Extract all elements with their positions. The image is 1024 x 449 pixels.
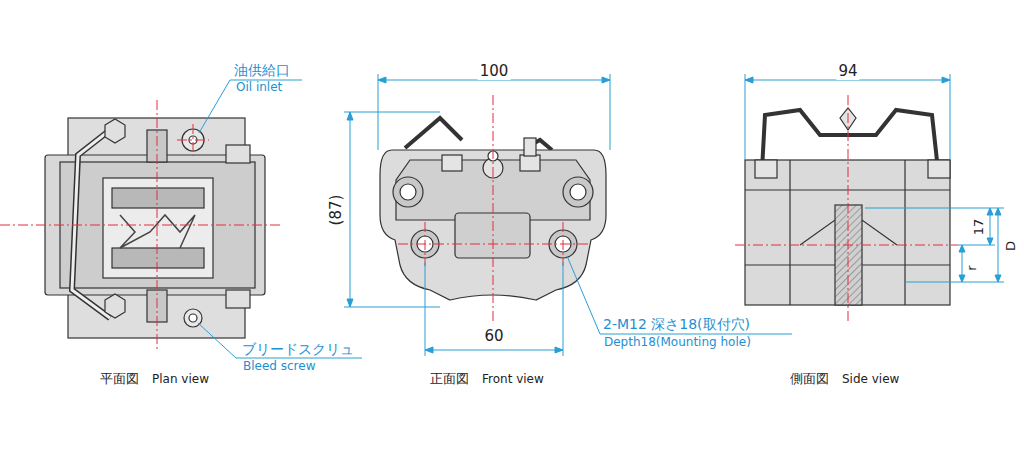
view-caption: 平面図	[100, 372, 139, 387]
center-line	[398, 95, 590, 322]
dimension-value: (87)	[328, 195, 345, 226]
dimension-value: 100	[478, 63, 511, 80]
callout-label: Depth18(Mounting hole)	[604, 336, 751, 350]
dimension-lines	[198, 74, 1004, 358]
view-caption: Front view	[482, 373, 544, 387]
callout-label: Oil inlet	[236, 81, 282, 95]
dimension-value: D	[1004, 241, 1019, 251]
dimension-value: 94	[836, 63, 859, 80]
dimension-value: r	[965, 265, 980, 270]
center-line	[0, 100, 282, 352]
plan-view	[45, 118, 265, 338]
callout-label: Bleed screw	[243, 360, 315, 374]
callout-label: ブリードスクリュ	[242, 341, 354, 357]
dimension-value: 60	[482, 328, 505, 345]
callout-label: 油供給口	[234, 62, 290, 78]
view-caption: Plan view	[152, 373, 209, 387]
view-caption: 正面図	[430, 372, 469, 387]
dimension-value: 17	[972, 219, 987, 236]
callout-label: 2-M12 深さ18(取付穴)	[603, 316, 750, 332]
view-caption: 側面図	[790, 372, 829, 387]
view-caption: Side view	[842, 373, 899, 387]
